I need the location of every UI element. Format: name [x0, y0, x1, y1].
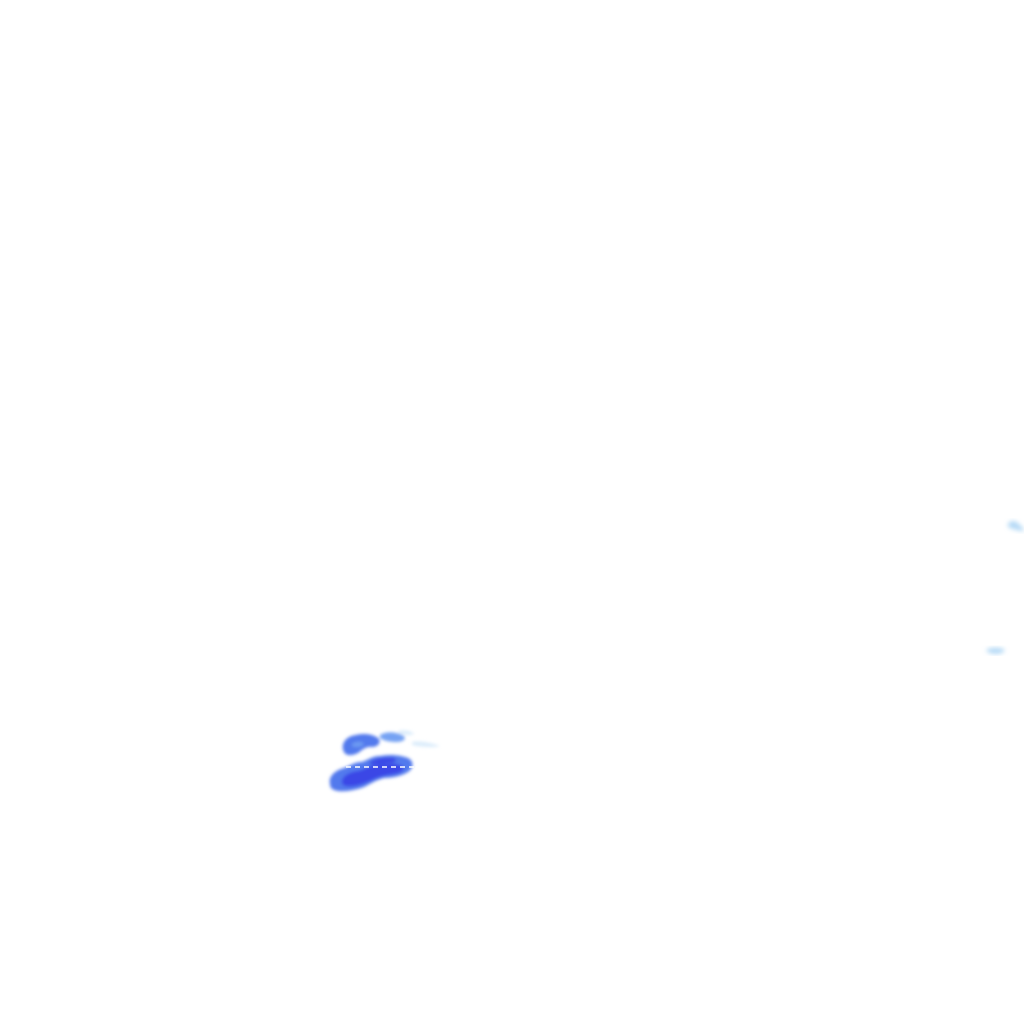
echo-cell: [412, 741, 440, 748]
echo-cluster-main-upper: [342, 730, 440, 756]
echo-cell: [1008, 521, 1024, 531]
echo-cell: [342, 763, 404, 787]
echo-cell: [352, 741, 364, 748]
echo-cell: [380, 732, 405, 742]
echo-cluster-main-lower: [329, 754, 413, 792]
echo-cell: [398, 730, 414, 736]
echo-fleck-right-upper: [1008, 521, 1024, 531]
echo-fleck-right-lower: [986, 647, 1005, 654]
echo-cell: [986, 647, 1005, 654]
echo-cell: [370, 757, 396, 765]
